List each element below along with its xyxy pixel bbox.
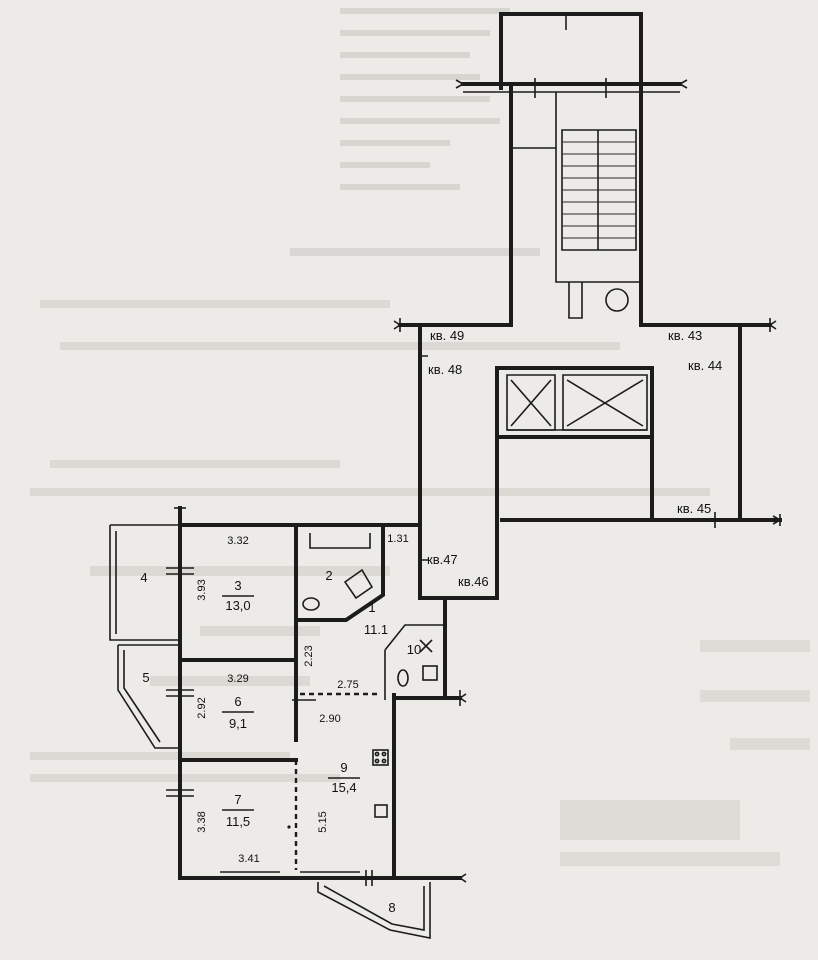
- dimension-2-92: 2.92: [196, 697, 208, 718]
- room-3-number: 3: [234, 578, 241, 593]
- room-7-area: 11,5: [226, 814, 250, 829]
- apartment-label-49: кв. 49: [430, 328, 464, 343]
- room-8-number: 8: [388, 900, 395, 915]
- apartment-label-48: кв. 48: [428, 362, 462, 377]
- dimension-labels: 3.32 3.93 1.31 2.23 3.29 2.75 2.92 2.90 …: [196, 533, 409, 865]
- apartment-labels: кв. 49 кв. 48 кв.47 кв.46 кв. 43 кв. 44 …: [427, 328, 722, 589]
- room-9-area: 15,4: [331, 780, 356, 795]
- dimension-3-38: 3.38: [196, 811, 208, 832]
- background-text-marks: [30, 8, 810, 866]
- room-4-number: 4: [140, 570, 147, 585]
- room-7-number: 7: [234, 792, 241, 807]
- room-3-area: 13,0: [225, 598, 250, 613]
- room-6-number: 6: [234, 694, 241, 709]
- dimension-3-41: 3.41: [238, 853, 259, 865]
- room-1-area: 11.1: [364, 622, 388, 637]
- apartment-label-47: кв.47: [427, 552, 458, 567]
- apartment-label-46: кв.46: [458, 574, 489, 589]
- balconies: [109, 524, 431, 939]
- stair-core: [398, 12, 772, 332]
- apartment-label-45: кв. 45: [677, 501, 711, 516]
- room-5-number: 5: [142, 670, 149, 685]
- dimension-5-15: 5.15: [317, 811, 329, 832]
- dimension-2-90: 2.90: [319, 713, 340, 725]
- dimension-1-31: 1.31: [387, 533, 408, 545]
- room-labels: 1 11.1 2 3 13,0 4 5 6 9,1 7 11,5 8 9 15,…: [140, 568, 421, 915]
- axis-markers: [393, 79, 781, 883]
- room-9-number: 9: [340, 760, 347, 775]
- apartment-label-44: кв. 44: [688, 358, 722, 373]
- elevator-hall: [418, 323, 782, 600]
- stair-treads: [562, 141, 636, 239]
- dimension-3-32: 3.32: [227, 535, 248, 547]
- dimension-2-23: 2.23: [303, 645, 315, 666]
- dimension-2-75: 2.75: [337, 679, 358, 691]
- dimension-3-29: 3.29: [227, 673, 248, 685]
- room-2-number: 2: [325, 568, 332, 583]
- garbage-chute-icon: [605, 288, 629, 312]
- apartment-walls: [166, 506, 462, 886]
- room-6-area: 9,1: [229, 716, 247, 731]
- room-1-number: 1: [368, 600, 375, 615]
- apartment-label-43: кв. 43: [668, 328, 702, 343]
- room-10-number: 10: [407, 642, 421, 657]
- dimension-3-93: 3.93: [196, 579, 208, 600]
